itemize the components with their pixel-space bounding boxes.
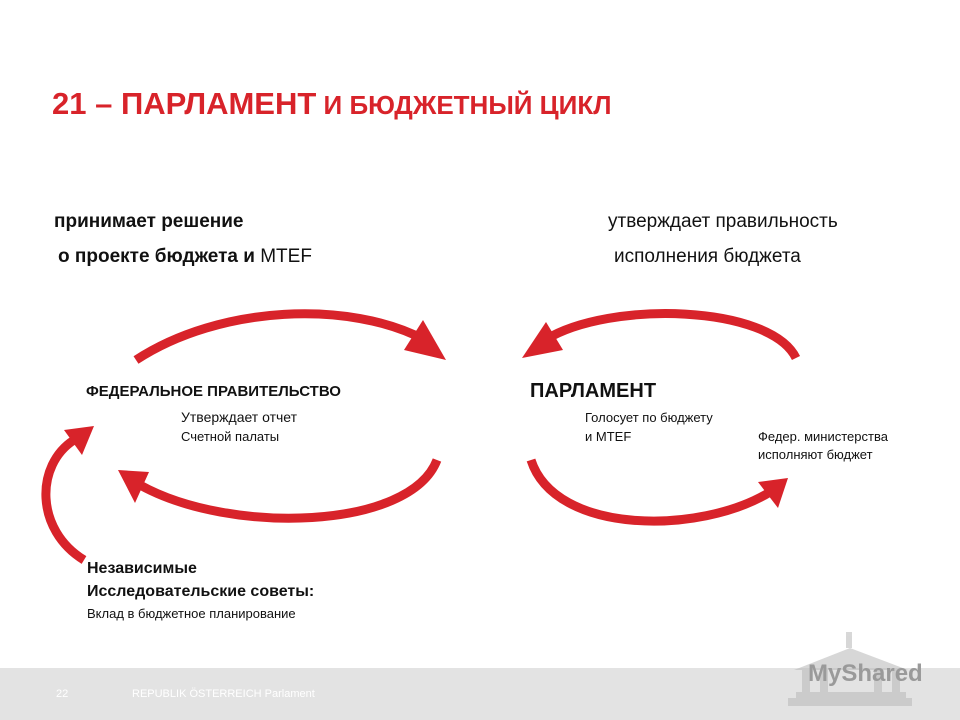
approval-label-line1: утверждает правильность [608, 211, 838, 232]
parl-node-heading: ПАРЛАМЕНТ [530, 380, 657, 402]
title-sub: И БЮДЖЕТНЫЙ ЦИКЛ [316, 90, 612, 120]
parl-node-line1: Голосует по бюджету [585, 410, 713, 425]
gov-node-heading: ФЕДЕРАЛЬНОЕ ПРАВИТЕЛЬСТВО [86, 383, 341, 400]
ministries-line2: исполняют бюджет [758, 447, 873, 462]
footer-org: REPUBLIK ÖSTERREICH Parlament [132, 688, 315, 700]
arrow-gov-to-parl [133, 309, 428, 364]
parliament-building-icon [788, 632, 912, 706]
councils-line2: Исследовательские советы: [87, 583, 315, 600]
gov-node-line2: Счетной палаты [181, 429, 280, 444]
page-title: 21 – ПАРЛАМЕНТ И БЮДЖЕТНЫЙ ЦИКЛ [52, 86, 611, 122]
councils-line3: Вклад в бюджетное планирование [87, 606, 296, 621]
watermark-text: MyShared [808, 660, 923, 687]
arrowhead-parl-to-gov [118, 470, 149, 503]
ministries-line1: Федер. министерства [758, 429, 888, 444]
gov-node-line1: Утверждает отчет [181, 409, 298, 425]
title-main: 21 – ПАРЛАМЕНТ [52, 86, 317, 121]
arrowhead-gov-to-parl [404, 320, 446, 360]
arrowhead-parl-right-top [522, 322, 563, 358]
arrow-councils-to-gov [41, 436, 87, 564]
arrow-parl-right-top [542, 309, 801, 361]
arrow-parl-to-gov [137, 458, 442, 523]
decision-label-line2: о проекте бюджета и MTEF [58, 246, 312, 267]
page-number: 22 [56, 688, 69, 700]
arrowhead-councils-to-gov [64, 426, 94, 455]
arrowhead-parl-right-bottom [758, 478, 788, 508]
parl-node-line2: и MTEF [585, 429, 632, 444]
arrow-parl-right-bottom [526, 458, 773, 526]
approval-label-line2: исполнения бюджета [614, 246, 801, 267]
councils-line1: Независимые [87, 560, 197, 577]
decision-label-line1: принимает решение [54, 211, 244, 232]
